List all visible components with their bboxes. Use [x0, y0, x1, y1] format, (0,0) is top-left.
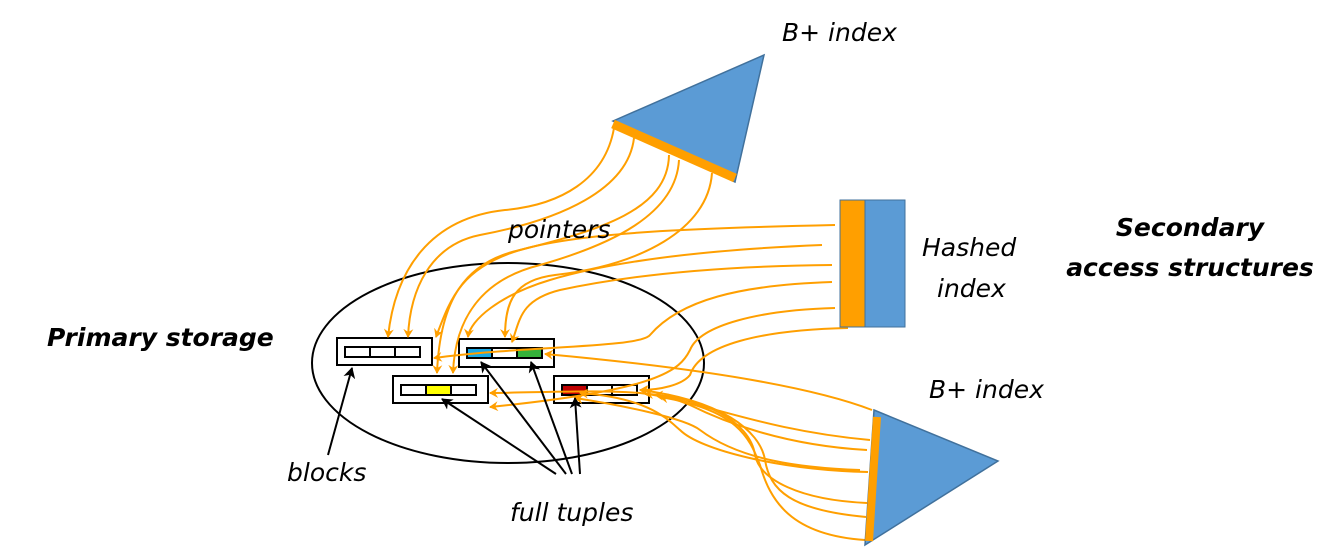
secondary-access-label-line2: access structures: [1066, 253, 1314, 282]
bottom-b-plus-index: [864, 408, 1000, 547]
hash-bucket-pointers: [839, 199, 866, 328]
leaf-level-bar: [611, 119, 737, 183]
block: [336, 337, 433, 366]
block: [392, 375, 489, 404]
full-tuples-label: full tuples: [510, 498, 633, 527]
hash-table: [864, 199, 906, 328]
b-plus-tree-triangle: [611, 53, 766, 184]
top-b-plus-index-label: B+ index: [782, 18, 897, 47]
tuple-cell: [394, 346, 421, 358]
hashed-index-label-line1: Hashed: [922, 233, 1016, 262]
hashed-index-pointers: [433, 224, 849, 412]
tuple-cell: [491, 347, 518, 359]
tuple-cell-yellow: [425, 384, 452, 396]
bottom-index-pointers: [489, 349, 873, 541]
leaf-level-bar: [865, 416, 881, 542]
blocks-arrow: [327, 367, 356, 456]
blocks-label: blocks: [287, 458, 366, 487]
hashed-index: [839, 199, 906, 328]
secondary-access-label-line1: Secondary: [1116, 213, 1266, 242]
tuple-cell: [344, 346, 371, 358]
top-b-plus-index: [611, 53, 766, 184]
b-plus-tree-triangle: [864, 408, 1000, 547]
tuple-cell-green: [516, 347, 543, 359]
tuple-cell: [450, 384, 477, 396]
primary-storage-label: Primary storage: [47, 323, 274, 352]
bottom-b-plus-index-label: B+ index: [929, 375, 1044, 404]
tuple-cell: [369, 346, 396, 358]
block: [553, 375, 650, 404]
pointers-label: pointers: [507, 215, 610, 244]
tuple-cell: [400, 384, 427, 396]
full-tuples-arrows: [441, 361, 582, 475]
hashed-index-label-line2: index: [937, 274, 1006, 303]
primary-storage-ellipse: [311, 262, 705, 464]
